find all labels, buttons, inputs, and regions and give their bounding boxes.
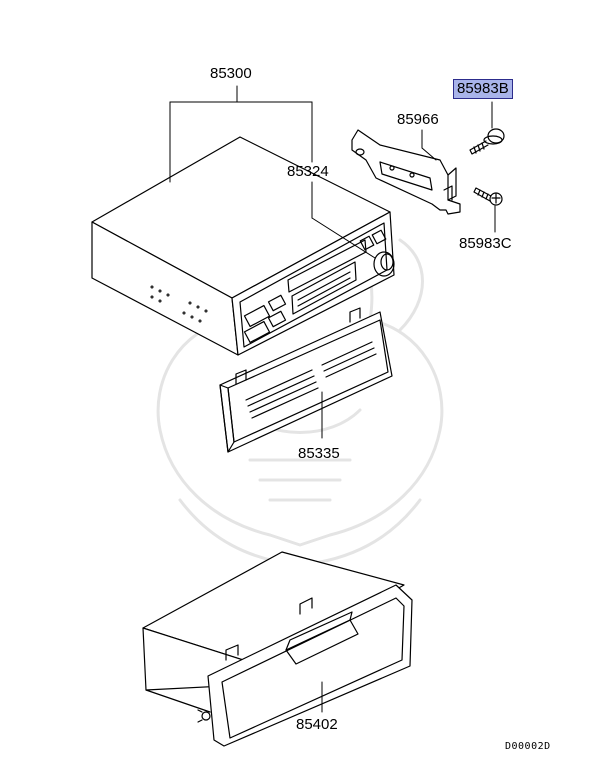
part-label-bolt-highlighted[interactable]: 85983B — [453, 79, 513, 99]
storage-pocket — [143, 552, 412, 746]
radio-unit — [92, 137, 394, 355]
bolt-with-washer — [470, 129, 504, 154]
part-label-screw[interactable]: 85983C — [459, 235, 512, 252]
cassette-lid — [220, 308, 392, 452]
mounting-bracket — [352, 130, 460, 214]
part-label-radio-panel[interactable]: 85324 — [287, 163, 329, 180]
side-vent-holes — [151, 286, 207, 322]
part-label-bracket[interactable]: 85966 — [397, 111, 439, 128]
leader-85300 — [170, 86, 312, 182]
part-label-cassette-lid[interactable]: 85335 — [298, 445, 340, 462]
part-label-pocket[interactable]: 85402 — [296, 716, 338, 733]
tapping-screw — [474, 188, 502, 205]
part-label-main-unit[interactable]: 85300 — [210, 65, 252, 82]
diagram-code: D00002D — [505, 741, 551, 752]
